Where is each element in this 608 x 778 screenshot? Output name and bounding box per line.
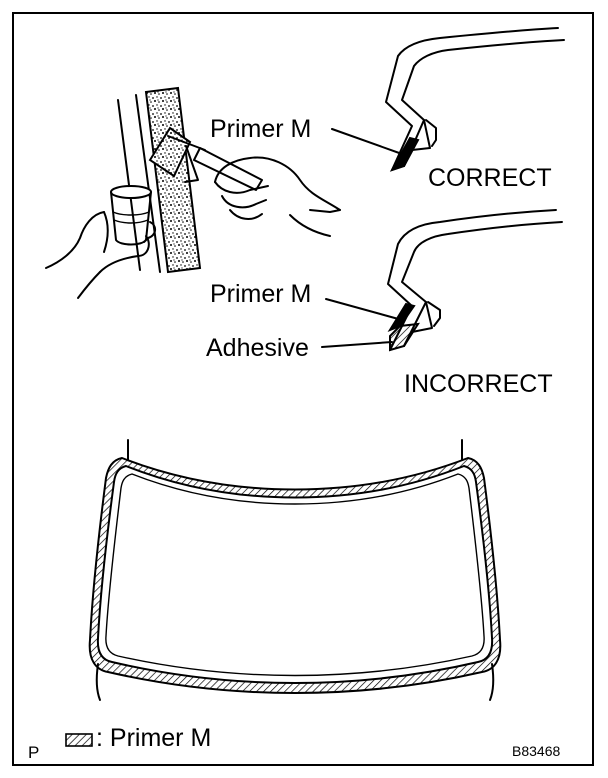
windshield-primer-band — [89, 458, 501, 693]
corner-letter: P — [28, 743, 39, 762]
brush-icon — [148, 126, 263, 191]
hand-icon — [45, 211, 156, 299]
incorrect-label: INCORRECT — [404, 370, 553, 398]
incorrect-primer-band — [387, 302, 416, 333]
figure-frame — [12, 12, 594, 766]
hatch-swatch-icon — [65, 733, 93, 747]
figure-code: B83468 — [512, 743, 560, 759]
primer-cup-icon — [110, 185, 152, 246]
primer-leader-line — [331, 128, 403, 155]
legend-label: : Primer M — [96, 724, 211, 752]
windshield-icon — [88, 439, 502, 701]
legend — [65, 733, 93, 747]
adhesive-label: Adhesive — [206, 334, 309, 362]
pillar-edge-left — [117, 99, 141, 271]
application-illustration — [45, 86, 341, 299]
correct-primer-band — [389, 136, 420, 172]
flange-surface — [144, 86, 202, 274]
incorrect-section-detail — [321, 209, 563, 352]
adhesive-layer — [389, 322, 420, 352]
correct-section-detail — [331, 27, 565, 172]
primer-leader-line — [325, 298, 403, 321]
primer-m-label-top: Primer M — [210, 115, 311, 143]
adhesive-leader-line — [321, 341, 393, 348]
primer-m-label-middle: Primer M — [210, 280, 311, 308]
hand-icon — [214, 156, 341, 237]
pillar-edge-right — [135, 94, 161, 273]
correct-label: CORRECT — [428, 164, 552, 192]
